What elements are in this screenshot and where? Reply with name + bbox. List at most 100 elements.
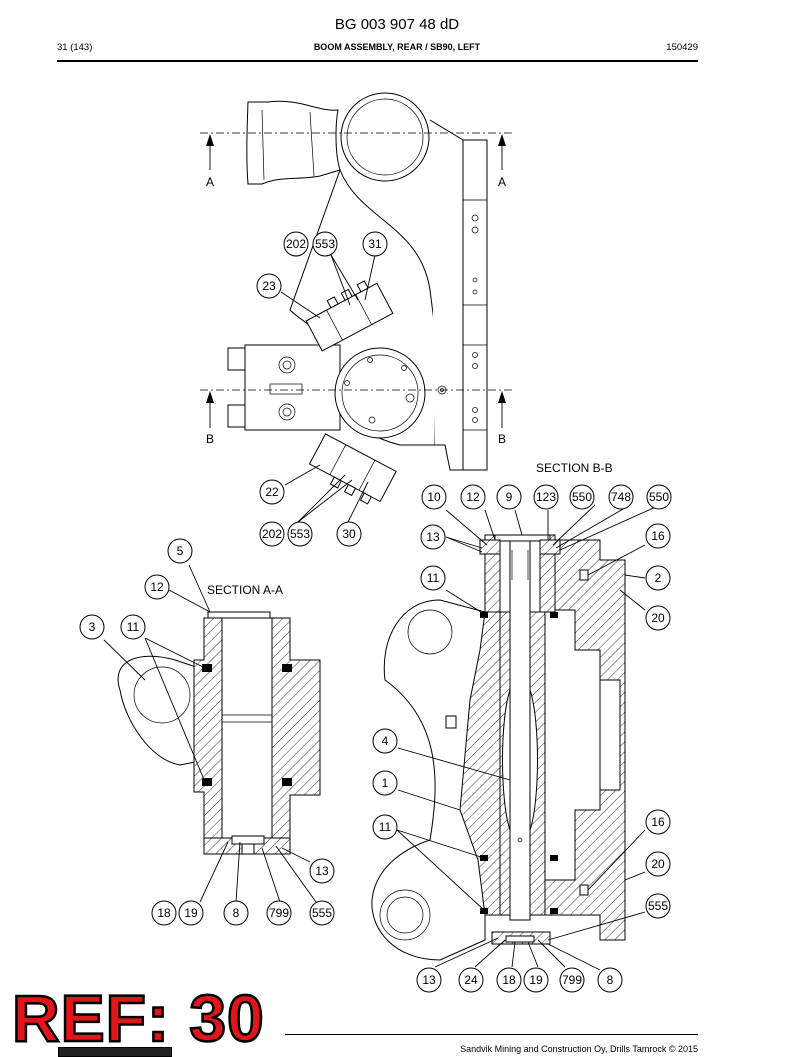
balloon: 9 — [496, 484, 522, 510]
svg-text:799: 799 — [269, 906, 289, 920]
footer-copyright: Sandvik Mining and Construction Oy, Dril… — [460, 1044, 698, 1054]
balloon: 8 — [223, 900, 249, 926]
balloon: 202 — [259, 521, 285, 547]
svg-text:13: 13 — [315, 864, 329, 878]
balloon: 555 — [309, 900, 335, 926]
header-rule — [57, 60, 698, 62]
balloon: 19 — [178, 900, 204, 926]
svg-text:24: 24 — [464, 973, 478, 987]
document-number: BG 003 907 48 dD — [334, 16, 460, 33]
balloons-section-bb: 10 12 9 123 550 748 550 13 16 11 2 20 4 … — [372, 484, 672, 993]
balloon: 8 — [597, 967, 623, 993]
ref-stamp: REF: 30 — [11, 981, 265, 1055]
balloon: 13 — [420, 524, 446, 550]
balloon: 24 — [458, 967, 484, 993]
svg-text:31: 31 — [368, 237, 382, 251]
balloon: 553 — [312, 231, 338, 257]
balloon: 4 — [372, 728, 398, 754]
svg-text:9: 9 — [506, 490, 513, 504]
svg-text:10: 10 — [427, 490, 441, 504]
svg-text:16: 16 — [651, 529, 665, 543]
balloon: 16 — [645, 809, 671, 835]
svg-text:13: 13 — [422, 973, 436, 987]
svg-text:11: 11 — [427, 571, 440, 585]
svg-text:30: 30 — [342, 527, 356, 541]
svg-text:11: 11 — [127, 620, 140, 634]
svg-text:22: 22 — [265, 485, 279, 499]
svg-text:799: 799 — [562, 973, 582, 987]
svg-text:748: 748 — [611, 490, 631, 504]
arrow-label-b-right: B — [498, 432, 506, 446]
svg-text:550: 550 — [572, 490, 592, 504]
svg-text:8: 8 — [233, 906, 240, 920]
section-bb-view: SECTION B-B — [371, 461, 661, 971]
balloon: 19 — [523, 967, 549, 993]
svg-text:1: 1 — [382, 776, 389, 790]
footer-rule — [285, 1034, 698, 1035]
svg-text:18: 18 — [502, 973, 516, 987]
date-code: 150429 — [666, 42, 698, 53]
balloon: 11 — [120, 614, 146, 640]
svg-text:8: 8 — [607, 973, 614, 987]
svg-text:4: 4 — [382, 734, 389, 748]
balloon: 13 — [309, 858, 335, 884]
balloon: 30 — [336, 521, 362, 547]
balloon: 23 — [256, 273, 282, 299]
balloon: 10 — [421, 484, 447, 510]
svg-text:19: 19 — [184, 906, 198, 920]
balloon: 18 — [151, 900, 177, 926]
balloon: 5 — [167, 538, 193, 564]
balloon: 13 — [416, 967, 442, 993]
balloons-top: 202 553 31 23 22 202 553 30 — [256, 231, 388, 547]
svg-text:555: 555 — [648, 899, 668, 913]
balloon: 12 — [144, 574, 170, 600]
balloon: 555 — [645, 893, 671, 919]
svg-text:123: 123 — [536, 490, 556, 504]
svg-text:550: 550 — [649, 490, 669, 504]
svg-text:20: 20 — [651, 857, 665, 871]
svg-text:16: 16 — [651, 815, 665, 829]
svg-text:11: 11 — [379, 820, 392, 834]
balloon: 123 — [533, 484, 559, 510]
balloon: 202 — [283, 231, 309, 257]
svg-text:202: 202 — [262, 527, 282, 541]
section-title: BOOM ASSEMBLY, REAR / SB90, LEFT — [313, 42, 481, 52]
section-aa-label: SECTION A-A — [207, 583, 283, 597]
arrow-label-a-right: A — [498, 175, 506, 189]
section-aa-view: SECTION A-A — [103, 564, 321, 903]
balloon: 11 — [372, 814, 398, 840]
balloon: 31 — [362, 231, 388, 257]
svg-text:3: 3 — [89, 620, 96, 634]
svg-text:2: 2 — [655, 571, 662, 585]
svg-text:553: 553 — [315, 237, 335, 251]
balloon: 20 — [645, 605, 671, 631]
section-bb-label: SECTION B-B — [536, 461, 613, 475]
arrow-label-a-left: A — [206, 175, 214, 189]
balloon: 2 — [645, 565, 671, 591]
balloon: 550 — [646, 484, 672, 510]
balloon: 16 — [645, 523, 671, 549]
balloon: 1 — [372, 770, 398, 796]
balloon: 22 — [259, 479, 285, 505]
balloon: 3 — [79, 614, 105, 640]
balloon: 553 — [287, 521, 313, 547]
svg-text:553: 553 — [290, 527, 310, 541]
arrow-label-b-left: B — [206, 432, 214, 446]
balloon: 20 — [645, 851, 671, 877]
balloon: 799 — [559, 967, 585, 993]
svg-text:18: 18 — [157, 906, 171, 920]
balloon: 799 — [266, 900, 292, 926]
svg-text:23: 23 — [262, 279, 276, 293]
svg-text:19: 19 — [529, 973, 543, 987]
svg-text:555: 555 — [312, 906, 332, 920]
svg-text:12: 12 — [150, 580, 164, 594]
svg-text:20: 20 — [651, 611, 665, 625]
balloon: 11 — [420, 565, 446, 591]
svg-text:13: 13 — [426, 530, 440, 544]
top-view: A A B B — [200, 92, 512, 523]
balloon: 748 — [608, 484, 634, 510]
balloon: 18 — [496, 967, 522, 993]
balloons-section-aa: 5 12 3 11 13 18 19 8 799 555 — [79, 538, 335, 926]
svg-text:12: 12 — [466, 490, 480, 504]
